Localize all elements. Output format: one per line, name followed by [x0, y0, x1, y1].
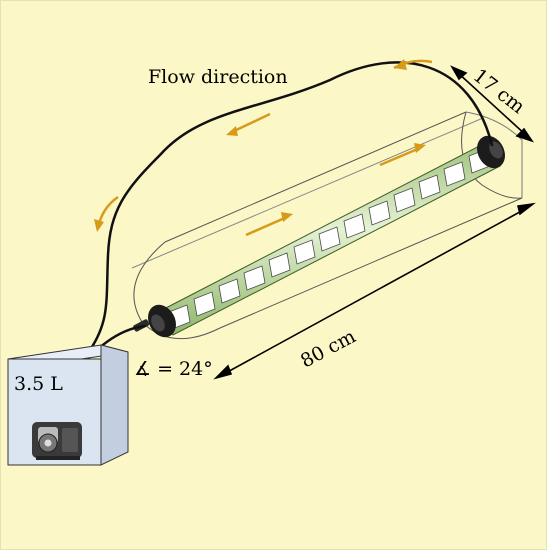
return-hose	[88, 61, 494, 352]
reservoir	[7, 344, 129, 466]
helix-baffle	[243, 265, 266, 291]
flow-arrows	[94, 59, 433, 237]
trough	[131, 111, 523, 340]
flow-direction-label: Flow direction	[148, 66, 288, 88]
angle-label: ∡ = 24°	[134, 358, 213, 380]
helix-baffle	[418, 174, 441, 200]
helix-baffle	[443, 161, 466, 187]
volume-label: 3.5 L	[14, 373, 63, 395]
flow-arrow-top	[393, 59, 433, 70]
helix-baffle	[268, 252, 291, 278]
dimensions	[213, 65, 536, 380]
helix-baffle	[218, 278, 241, 304]
trough-bottom-line	[131, 117, 484, 269]
helix-baffle	[368, 200, 391, 226]
box-side	[100, 344, 129, 466]
flow-arrow-return	[226, 112, 271, 136]
helix-baffle	[393, 187, 416, 213]
width-dimension	[450, 65, 534, 143]
helix-baffle	[193, 291, 216, 317]
flow-arrow-tube-2	[379, 143, 426, 167]
helix-baffle	[293, 239, 316, 265]
trough-back-rim	[164, 111, 467, 243]
helix-baffle	[318, 226, 341, 252]
trough-front-rim	[219, 197, 523, 329]
trough-right-inner	[465, 111, 523, 198]
pump-icon	[32, 422, 82, 460]
trough-right-end	[461, 111, 523, 199]
flow-arrow-tube-1	[245, 212, 293, 237]
flow-arrow-left	[94, 195, 119, 232]
length-dimension	[213, 202, 536, 380]
helix-baffle	[343, 213, 366, 239]
